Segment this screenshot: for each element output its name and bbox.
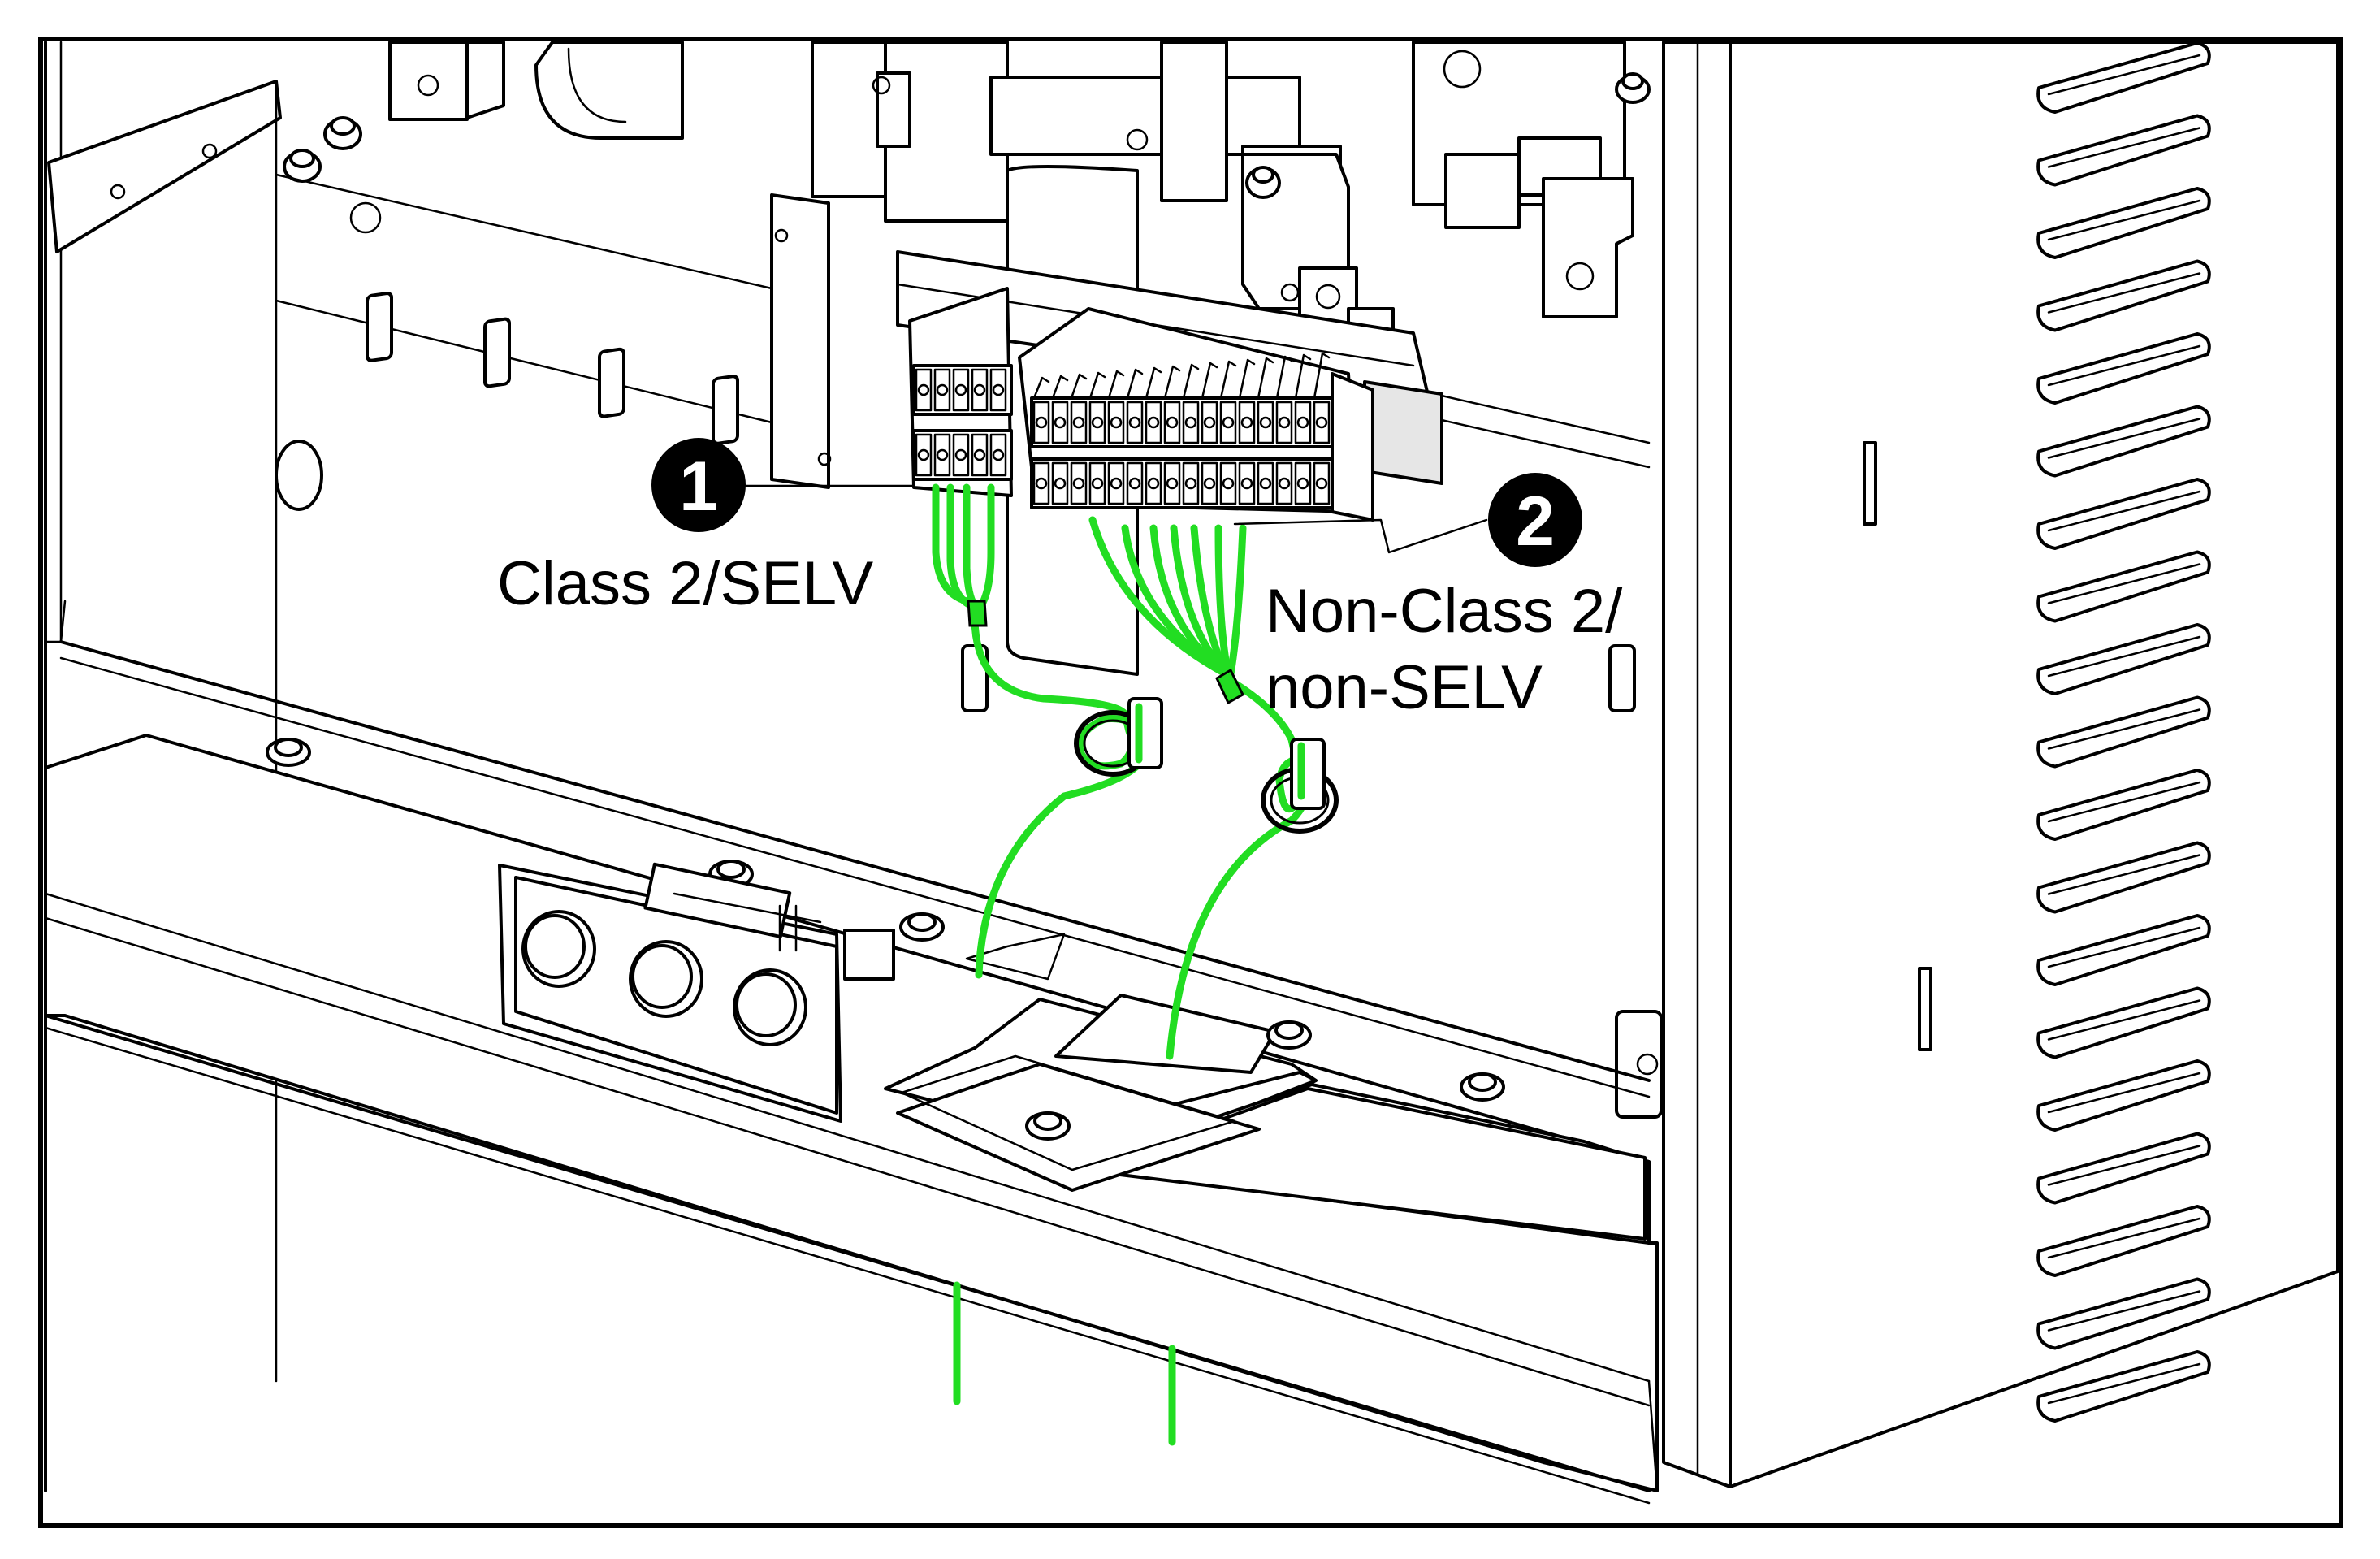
non-class2-wire-4 <box>1170 524 1231 678</box>
terminal <box>1275 355 1293 505</box>
terminal <box>1201 362 1218 505</box>
non-class2-sleeve <box>1215 668 1244 705</box>
terminal <box>952 368 970 477</box>
terminal <box>1145 366 1162 505</box>
terminal <box>1238 358 1256 505</box>
vent-louver <box>2036 259 2211 332</box>
terminal-block-non-class2-terminals <box>1032 352 1331 505</box>
diagram-frame <box>38 37 2343 1528</box>
terminal-block-class2 <box>908 287 1013 497</box>
callout-2-label-line-2: non-SELV <box>1266 653 1543 722</box>
terminal <box>1088 371 1106 505</box>
non-class2-wire-7 <box>1227 524 1247 678</box>
terminal <box>1219 360 1237 505</box>
callout-2: 2 Non-Class 2/ non-SELV <box>1233 473 1623 722</box>
non-class2-wire-5 <box>1190 524 1231 678</box>
vent-louver <box>2036 114 2211 187</box>
terminal <box>1126 368 1144 505</box>
vent-louver <box>2036 695 2211 769</box>
vent-louver <box>2036 478 2211 550</box>
terminal <box>971 368 989 477</box>
class2-sleeve <box>967 600 988 627</box>
callout-1-marker <box>651 438 746 532</box>
terminal <box>1107 370 1125 505</box>
vent-louver <box>2036 841 2211 914</box>
conduit-plugs <box>521 910 807 1046</box>
floor-bolt <box>1025 1111 1071 1141</box>
terminal <box>1051 375 1069 505</box>
floor-bolt <box>1460 1072 1505 1102</box>
non-class2-bundle <box>1166 674 1313 1060</box>
vent-louver <box>2036 986 2211 1059</box>
non-class2-wire-6 <box>1214 524 1232 678</box>
cabinet-back-panel <box>44 41 1651 1492</box>
callout-1-number: 1 <box>679 448 718 526</box>
callout-2-label-line-1: Non-Class 2/ <box>1266 577 1623 646</box>
conduit-plug <box>629 940 703 1018</box>
vent-louver <box>2036 1132 2211 1205</box>
terminal-block-class2-terminals <box>915 368 1007 477</box>
cabinet-side-panel <box>1615 41 2339 1488</box>
wiring <box>932 483 1313 1446</box>
vent-louver <box>2036 1350 2211 1423</box>
vent-louver <box>2036 41 2211 114</box>
terminal <box>1163 365 1181 505</box>
terminal-block-non-class2 <box>1018 307 1374 522</box>
terminal <box>1070 373 1088 505</box>
vent-louver <box>2036 914 2211 986</box>
terminal <box>915 368 933 477</box>
floor-bolt <box>1266 1020 1312 1050</box>
vent-louver <box>2036 623 2211 695</box>
floor-bolt <box>899 912 945 942</box>
callout-2-marker <box>1488 473 1582 567</box>
class2-wire-4 <box>975 483 995 613</box>
vent-louver <box>2036 1205 2211 1277</box>
terminal <box>1294 353 1312 505</box>
vent-louver <box>2036 769 2211 841</box>
floor-bolts <box>266 738 1505 1141</box>
terminal <box>933 368 951 477</box>
vent-louver <box>2036 187 2211 259</box>
terminal <box>1182 363 1200 505</box>
vent-louver <box>2036 1059 2211 1132</box>
terminal <box>989 368 1007 477</box>
floor-bolt <box>266 738 311 767</box>
vent-louver <box>2036 550 2211 623</box>
terminal <box>1032 376 1050 505</box>
vent-louver <box>2036 405 2211 478</box>
class2-wire-2 <box>946 483 975 609</box>
cabinet-floor <box>44 734 1659 1505</box>
conduit-plug <box>521 910 596 988</box>
vent-louver <box>2036 332 2211 405</box>
back-panel-slots <box>366 292 1636 712</box>
conduit-plug <box>733 968 807 1046</box>
cable-grommets <box>1074 697 1339 834</box>
callout-2-number: 2 <box>1516 483 1555 561</box>
class2-wire-3 <box>963 483 979 609</box>
terminal <box>1257 357 1274 505</box>
callout-1-label: Class 2/SELV <box>497 549 874 618</box>
callout-1: 1 Class 2/SELV <box>497 438 915 618</box>
terminal <box>1313 352 1331 505</box>
side-panel-vents <box>2036 41 2211 1423</box>
class2-bundle <box>971 613 1149 979</box>
non-class2-wire-3 <box>1149 524 1231 678</box>
upper-mechanism <box>388 41 1651 676</box>
vent-louver <box>2036 1277 2211 1350</box>
